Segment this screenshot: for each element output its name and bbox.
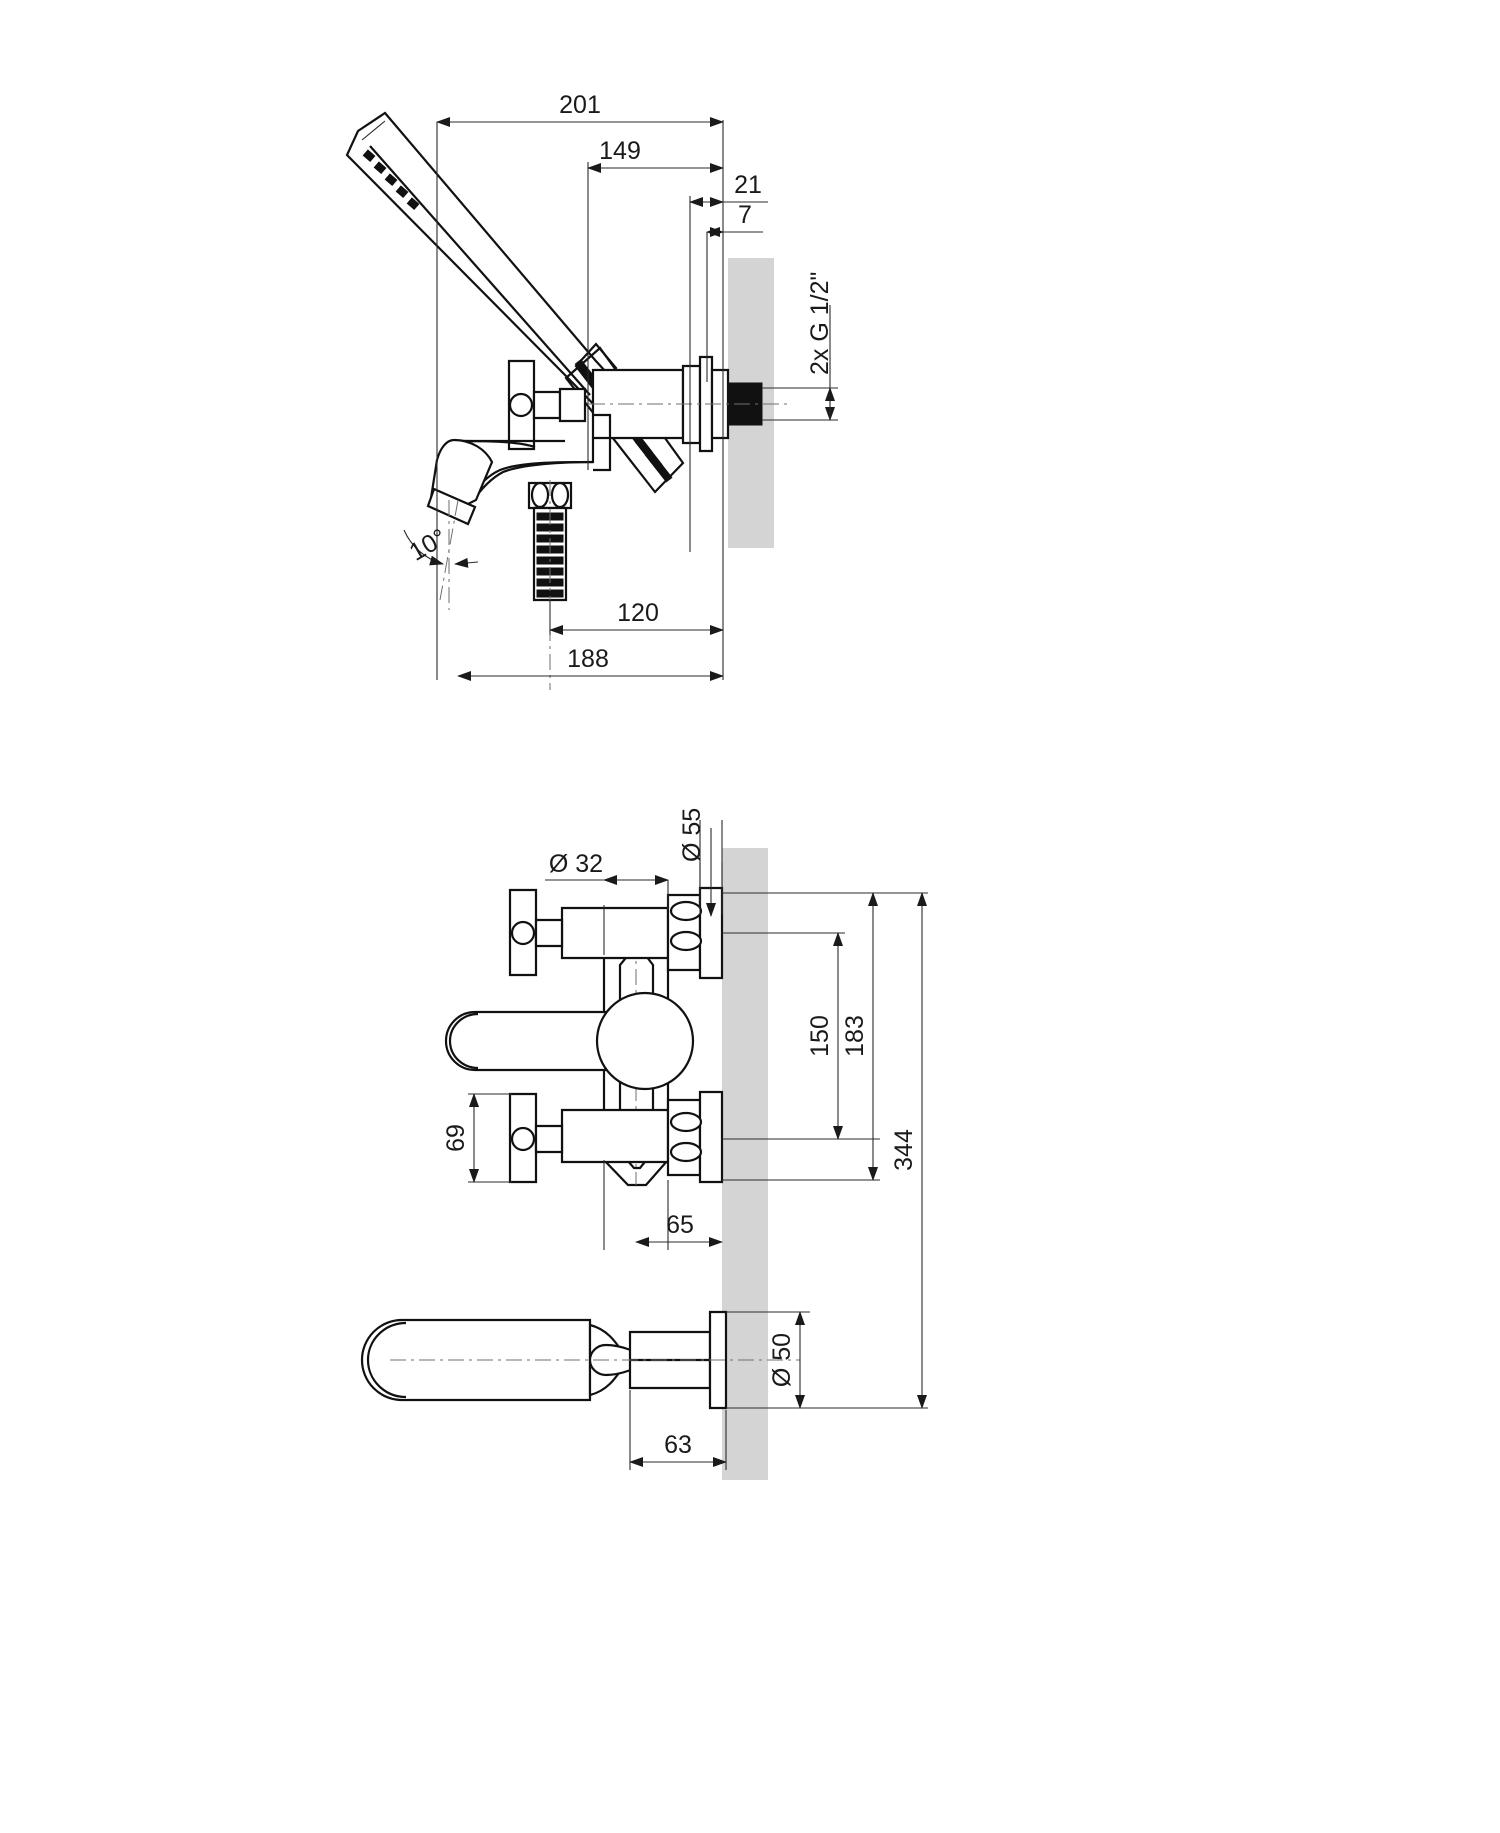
wall-section-front-lower [722,1290,768,1480]
dim-120-label: 120 [617,599,659,627]
dim-dia-32: Ø 32 [545,850,669,885]
dim-344-label: 344 [890,1129,918,1171]
dim-63-label: 63 [664,1431,692,1459]
dim-thread-label: 2x G 1/2" [806,272,834,375]
spout-side [426,413,612,526]
dim-120: 120 [549,599,724,635]
dim-angle-label: 10° [405,523,452,566]
side-extension-lines [436,120,724,680]
dim-188: 188 [457,645,724,681]
dim-21: 21 [689,171,768,207]
dim-21-label: 21 [734,171,762,199]
front-view-group: Ø 32 Ø 55 150 183 344 69 [360,808,928,1480]
dim-188-label: 188 [567,645,609,673]
handle-upper-front [508,888,564,977]
dim-7: 7 [706,201,763,237]
dim-149-label: 149 [599,137,641,165]
dim-183: 183 [841,892,878,1181]
handle-lower-front [508,1092,564,1184]
dim-344: 344 [890,892,927,1409]
dim-201-label: 201 [559,91,601,119]
shower-head-holes [362,149,420,211]
dim-65-label: 65 [666,1211,694,1239]
dim-69-label: 69 [442,1124,470,1152]
dim-dia-55-label: Ø 55 [678,808,706,862]
handle-upper-side [507,359,587,451]
dim-dia-55: Ø 55 [678,808,723,917]
spout-front [444,991,695,1091]
hand-shower-side [345,111,630,420]
hand-shower-front [360,1310,800,1410]
dim-149: 149 [587,137,724,173]
dim-dia-32-label: Ø 32 [549,850,603,878]
inlet-upper-front [560,886,724,980]
dim-dia-50: Ø 50 [768,1311,805,1409]
dim-63: 63 [629,1431,727,1467]
dim-7-label: 7 [738,201,752,229]
side-view-group: 201 149 21 7 2x G 1/2" [345,91,838,690]
dim-dia-50-label: Ø 50 [768,1333,796,1387]
dim-thread-g12: 2x G 1/2" [762,272,838,421]
dim-183-label: 183 [841,1015,869,1057]
dim-201: 201 [436,91,724,127]
dim-69: 69 [442,1093,479,1183]
dim-150: 150 [806,932,843,1140]
dim-150-label: 150 [806,1015,834,1057]
lower-hose-connector-side [527,480,573,690]
dim-65: 65 [635,1211,723,1247]
